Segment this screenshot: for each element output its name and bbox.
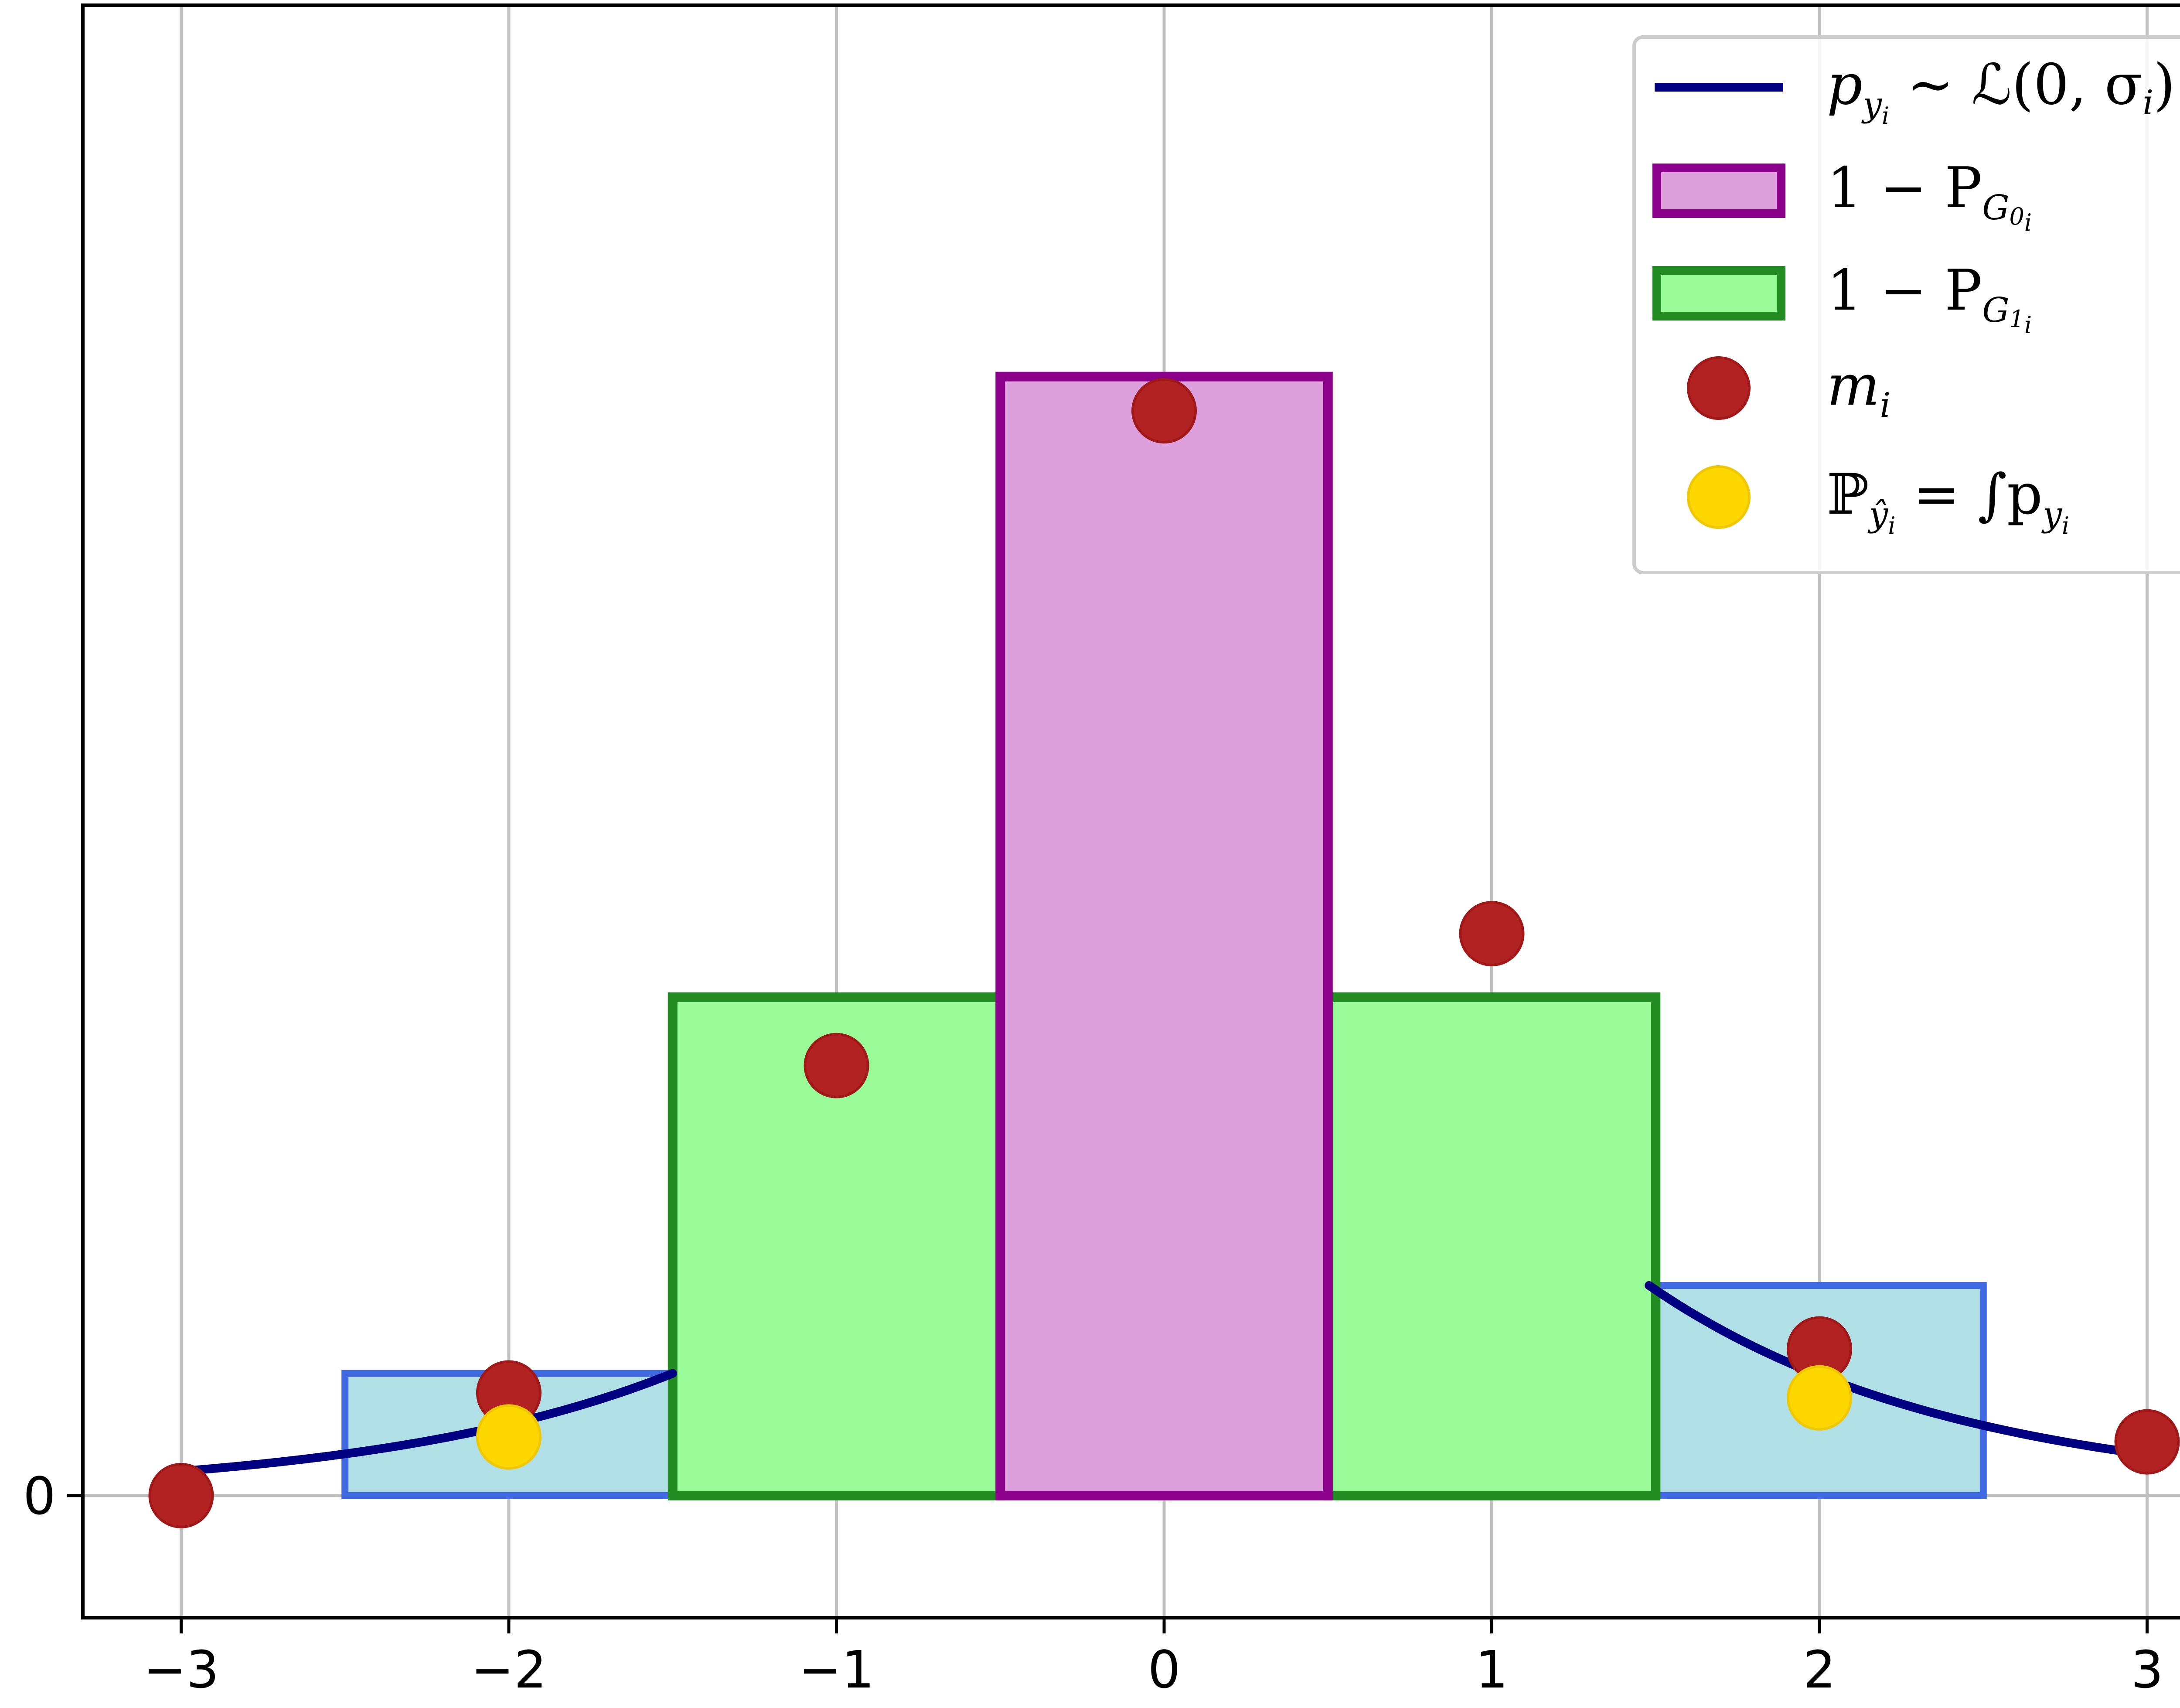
laplace-curve-segment (1645, 1281, 2152, 1459)
x-tick-label: 3 (2131, 1640, 2163, 1700)
legend-prob-label: ℙŷi = ∫pyi (1827, 462, 2069, 539)
m-point (1459, 901, 1525, 967)
points (148, 378, 2180, 1528)
axis-ticks: −3 −2 −1 0 1 2 3 0 (23, 1466, 2163, 1700)
m-point (148, 1463, 214, 1528)
x-tick-label: −2 (471, 1640, 547, 1700)
x-tick-label: 2 (1803, 1640, 1836, 1700)
legend-m-marker (1687, 356, 1751, 420)
x-tick-label: −1 (799, 1640, 875, 1700)
legend: pyi ∼ ℒ(0, σi) 1 − PG0i 1 − PG1i mi ℙŷi … (1632, 35, 2180, 574)
legend-g0-swatch (1652, 164, 1785, 218)
legend-g1-label: 1 − PG1i (1827, 258, 2032, 339)
x-tick-label: 0 (1148, 1640, 1180, 1700)
legend-prob-marker (1687, 465, 1751, 529)
bars (668, 372, 1661, 1500)
prob-point (476, 1404, 542, 1470)
prob-point (1787, 1365, 1853, 1431)
legend-laplace-label: pyi ∼ ℒ(0, σi) (1827, 52, 2175, 130)
g0-bar (995, 372, 1333, 1500)
laplace-curve-segment (177, 1369, 677, 1476)
x-tick-label: −3 (143, 1640, 219, 1700)
x-tick-label: 1 (1475, 1640, 1508, 1700)
legend-g0-label: 1 − PG0i (1827, 156, 2032, 236)
laplace-curve (177, 1281, 2152, 1476)
m-point (804, 1033, 869, 1098)
g1-bar (1323, 992, 1661, 1500)
m-point (1131, 378, 1197, 444)
legend-m-label: mi (1827, 353, 1890, 425)
y-tick-label: 0 (23, 1466, 56, 1526)
legend-g1-swatch (1652, 266, 1785, 320)
m-point (2114, 1409, 2180, 1475)
